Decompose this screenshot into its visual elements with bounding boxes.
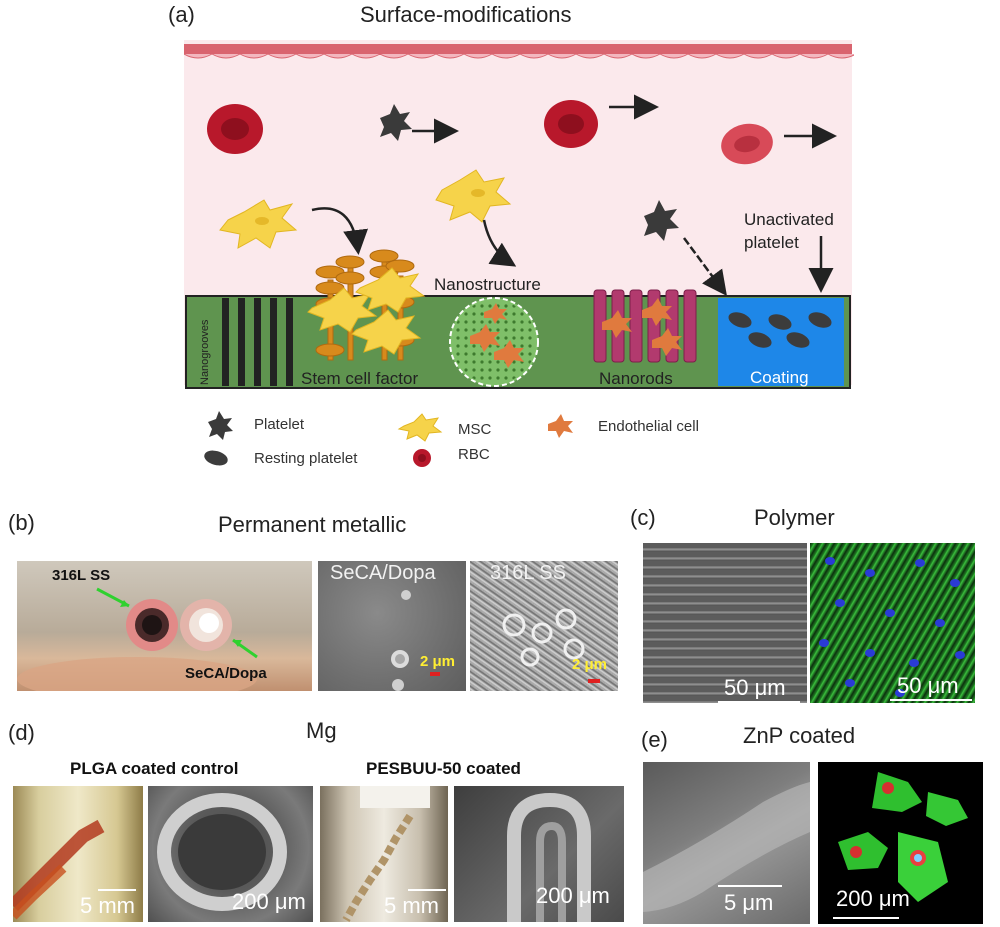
panel-a-letter: (a) [168, 2, 195, 27]
coating-label: Coating [750, 368, 809, 387]
sem-316l-image [470, 561, 618, 691]
nanorods-structure [593, 289, 697, 363]
panel-a-title: Surface-modifications [360, 2, 572, 27]
legend-resting-platelet-label: Resting platelet [254, 450, 358, 467]
nanostructure-structure [449, 297, 539, 387]
stem-cell-factor-label: Stem cell factor [301, 369, 418, 388]
nanorods-label: Nanorods [599, 369, 673, 388]
znp-sem-scale-bar [718, 885, 782, 887]
rbc-icon [721, 123, 773, 165]
legend [204, 411, 573, 467]
rbc-icon [207, 104, 263, 154]
panel-c-title: Polymer [754, 505, 835, 530]
platelet-icon [380, 104, 412, 141]
legend-endothelial-label: Endothelial cell [598, 418, 699, 435]
panel-d-group1-label: PLGA coated control [70, 759, 239, 778]
znp-fluorescence-image [818, 762, 983, 924]
polymer-sem-grooves-image [643, 543, 807, 703]
nanogrooves-label: Nanogrooves [199, 319, 211, 385]
znp-sem-image [643, 762, 810, 924]
stent-photo-label-seca: SeCA/Dopa [185, 665, 267, 682]
legend-msc-label: MSC [458, 421, 492, 438]
mg-pesbuu-sem-image [454, 786, 624, 922]
stent-photo [17, 561, 312, 691]
sem-seca-dopa-label: SeCA/Dopa [330, 562, 436, 584]
mg-plga-vial-scale-bar [98, 889, 136, 891]
msc-icon [219, 199, 298, 249]
polymer-fluorescence-scale-bar [890, 699, 972, 701]
mg-pesbuu-vial-image [320, 786, 448, 922]
mg-pesbuu-sem-scale-label: 200 μm [536, 883, 610, 908]
nanostructure-label: Nanostructure [434, 275, 541, 294]
stem-cell-factor-structure [307, 249, 426, 361]
sem-316l-scale-label: 2 μm [572, 656, 608, 673]
legend-platelet-label: Platelet [254, 416, 305, 433]
endothelial-cell-legend-icon [548, 414, 573, 438]
resting-platelet-legend-icon [204, 450, 228, 466]
polymer-fluorescence-scale-label: 50 μm [897, 673, 959, 698]
legend-rbc-label: RBC [458, 446, 490, 463]
sem-seca-dopa-image [318, 561, 466, 691]
panel-e-title: ZnP coated [743, 723, 856, 748]
mg-pesbuu-vial-scale-label: 5 mm [384, 893, 439, 918]
mg-plga-sem-image [148, 786, 313, 922]
sem-seca-dopa-scale-label: 2 μm [420, 653, 456, 670]
msc-icon [435, 169, 512, 223]
panel-d-group2-label: PESBUU-50 coated [366, 759, 521, 778]
nanogrooves [222, 298, 293, 386]
znp-sem-scale-label: 5 μm [724, 890, 774, 915]
panel-b-title: Permanent metallic [218, 512, 407, 537]
msc-legend-icon [397, 413, 443, 442]
panel-d-title: Mg [306, 718, 337, 743]
rbc-legend-icon [413, 449, 431, 467]
panel-b-letter: (b) [8, 510, 35, 535]
platelet-legend-icon [208, 411, 233, 440]
coating-structure [718, 298, 844, 386]
sem-316l-label: 316L SS [490, 562, 566, 584]
unactivated-label-2: platelet [744, 233, 799, 252]
panel-a-diagram: Unactivated platelet Nanostructure Nanog… [184, 40, 854, 389]
polymer-sem-scale-bar [718, 701, 800, 703]
polymer-fluorescence-image [810, 543, 975, 703]
znp-fluorescence-scale-bar [833, 917, 899, 919]
znp-fluorescence-scale-label: 200 μm [836, 886, 910, 911]
rbc-icon [544, 100, 598, 148]
platelet-icon [644, 200, 679, 241]
polymer-sem-scale-label: 50 μm [724, 675, 786, 700]
unactivated-label-1: Unactivated [744, 210, 834, 229]
stent-photo-label-ss: 316L SS [52, 567, 111, 584]
panel-c-letter: (c) [630, 505, 656, 530]
mg-plga-sem-scale-label: 200 μm [232, 889, 306, 914]
mg-plga-vial-scale-label: 5 mm [80, 893, 135, 918]
mg-pesbuu-vial-scale-bar [408, 889, 446, 891]
mg-plga-vial-image [13, 786, 143, 922]
panel-e-letter: (e) [641, 727, 668, 752]
panel-d-letter: (d) [8, 720, 35, 745]
